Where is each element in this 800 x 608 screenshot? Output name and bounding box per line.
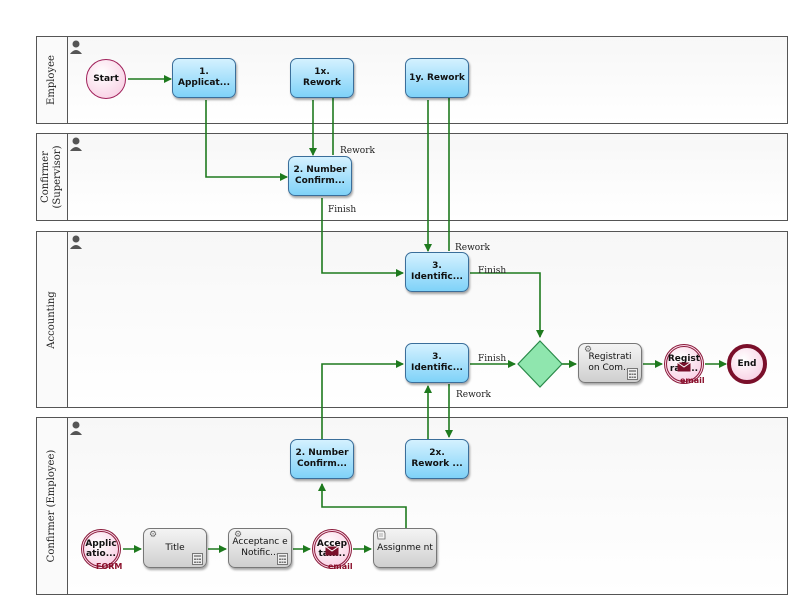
calculator-icon [192, 553, 203, 565]
task-number-confirm-supervisor[interactable]: 2. Number Confirm... [288, 156, 352, 196]
person-icon [70, 137, 82, 151]
flow-label-rework: Rework [340, 146, 375, 156]
start-event[interactable]: Start [86, 59, 126, 99]
script-icon [376, 530, 386, 540]
task-label: 3. Identific... [411, 261, 463, 282]
flow-assignment-to-number-confirm [318, 483, 407, 528]
flow-finish-to-identification [321, 198, 404, 277]
task-label: 2x. Rework ... [411, 448, 463, 469]
flow-label-finish: Finish [478, 266, 507, 276]
task-label: 1x. Rework [303, 67, 341, 88]
lane-supervisor: Confirmer (Supervisor) [36, 133, 788, 221]
task-label: Title [165, 542, 185, 553]
lane-header: Confirmer (Employee) [37, 418, 68, 594]
task-label: 2. Number Confirm... [295, 448, 349, 469]
flow-identification-finish-to-gateway [470, 272, 544, 338]
flow-label-rework: Rework [455, 243, 490, 253]
task-identification-b[interactable]: 3. Identific... [405, 343, 469, 383]
task-rework-2x[interactable]: 2x. Rework ... [405, 439, 469, 479]
task-label: Registrati on Com... [588, 352, 632, 373]
task-number-confirm-employee[interactable]: 2. Number Confirm... [290, 439, 354, 479]
task-label: Acceptanc e Notific... [232, 537, 288, 558]
calculator-icon [277, 553, 288, 565]
envelope-icon [325, 546, 339, 556]
task-assignment[interactable]: Assignme nt [373, 528, 437, 568]
task-registration-complete[interactable]: ⚙ Registrati on Com... [578, 343, 642, 383]
task-rework-1x[interactable]: 1x. Rework [290, 58, 354, 98]
gear-icon: ⚙ [234, 530, 243, 540]
application-form-event[interactable]: Applic atio... [81, 529, 121, 569]
end-event[interactable]: End [727, 344, 767, 384]
gear-icon: ⚙ [584, 345, 593, 355]
envelope-icon [677, 362, 691, 372]
task-label: Assignme nt [377, 542, 433, 553]
task-acceptance-notification[interactable]: ⚙ Acceptanc e Notific... [228, 528, 292, 568]
gear-icon: ⚙ [149, 530, 158, 540]
email-tag: email [328, 562, 353, 571]
lane-header: Accounting [37, 232, 68, 407]
registration-email-event[interactable]: Regist rati... [664, 344, 704, 384]
task-label: 3. Identific... [411, 352, 463, 373]
task-title[interactable]: ⚙ Title [143, 528, 207, 568]
calculator-icon [627, 368, 638, 380]
flow-label-finish: Finish [478, 354, 507, 364]
person-icon [70, 40, 82, 54]
flow-label-rework: Rework [456, 390, 491, 400]
person-icon [70, 235, 82, 249]
task-application[interactable]: 1. Applicat... [172, 58, 236, 98]
exclusive-gateway [517, 340, 563, 388]
flow-application-to-number-confirm [205, 100, 288, 181]
end-label: End [737, 359, 757, 369]
acceptance-email-event[interactable]: Accep tan... [312, 529, 352, 569]
start-label: Start [93, 74, 119, 84]
task-label: 1y. Rework [409, 72, 465, 83]
event-label: Applic atio... [85, 539, 117, 559]
flow-label-finish: Finish [328, 205, 357, 215]
flow-number-confirm-emp-to-identification [321, 360, 404, 439]
person-icon [70, 421, 82, 435]
lane-header: Confirmer (Supervisor) [37, 134, 68, 220]
lane-header: Employee [37, 37, 68, 123]
task-rework-1y[interactable]: 1y. Rework [405, 58, 469, 98]
email-tag: email [680, 376, 705, 385]
form-tag: FORM [96, 562, 123, 571]
task-label: 1. Applicat... [178, 67, 230, 88]
task-identification-a[interactable]: 3. Identific... [405, 252, 469, 292]
task-label: 2. Number Confirm... [293, 165, 347, 186]
